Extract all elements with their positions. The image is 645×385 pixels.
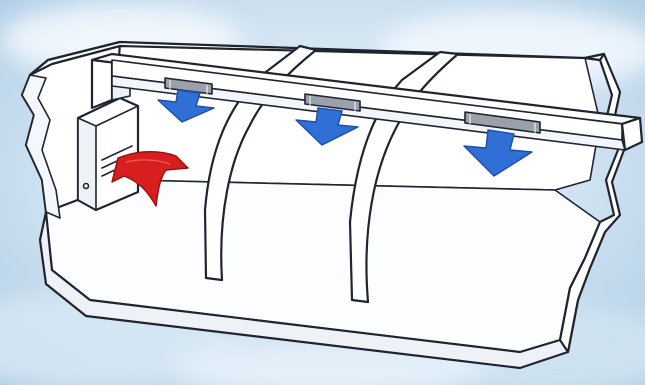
building-cutaway	[22, 42, 642, 368]
